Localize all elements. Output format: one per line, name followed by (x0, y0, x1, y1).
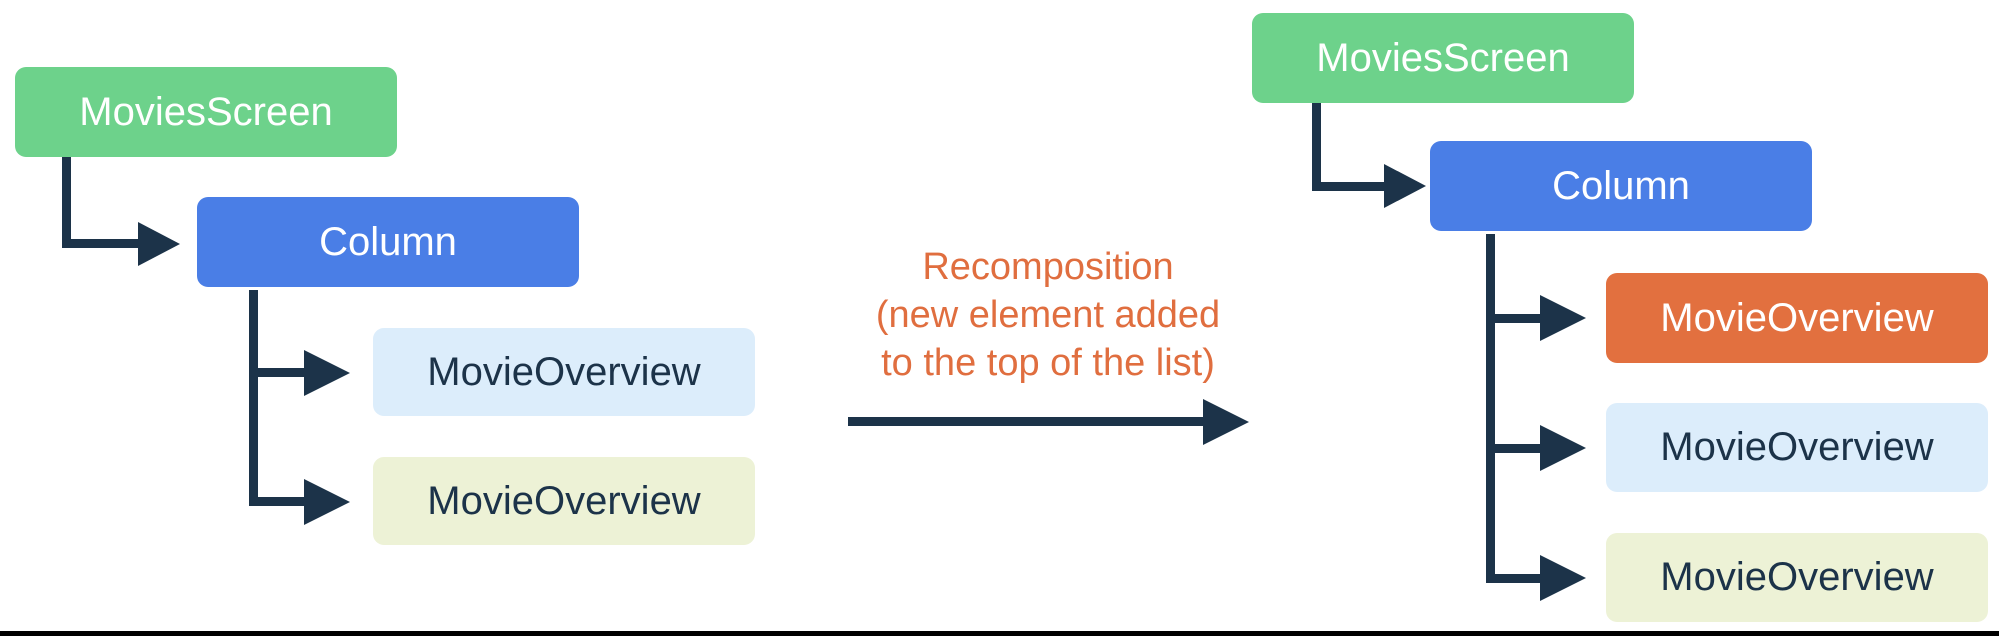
left-tree-movieoverview-node-1: MovieOverview (373, 328, 755, 416)
right-root-connector-horizontal-line (1312, 182, 1384, 191)
arrowhead-icon (1540, 295, 1586, 341)
left-tree-root-node: MoviesScreen (15, 67, 397, 157)
bottom-divider (0, 631, 1999, 636)
right-root-connector-vertical-line (1312, 103, 1321, 191)
arrowhead-icon (138, 222, 180, 266)
arrowhead-icon (304, 479, 350, 525)
right-tree-movieoverview-node-2: MovieOverview (1606, 403, 1988, 492)
right-tree-root-node: MoviesScreen (1252, 13, 1634, 103)
caption-line-1: Recomposition (922, 246, 1174, 288)
arrowhead-icon (1203, 399, 1249, 445)
left-tree-movieoverview-node-2: MovieOverview (373, 457, 755, 545)
caption-line-2: (new element added (875, 294, 1221, 336)
right-tree-movieoverview-node-3: MovieOverview (1606, 533, 1988, 622)
right-column-connector-vertical-line (1486, 234, 1495, 583)
left-child1-branch-line (249, 368, 304, 377)
right-child2-branch-line (1486, 444, 1540, 453)
left-column-connector-vertical-line (249, 290, 258, 506)
right-child3-branch-line (1486, 574, 1540, 583)
left-child2-branch-line (249, 497, 304, 506)
left-root-connector-vertical-line (62, 157, 71, 248)
caption-line-3: to the top of the list) (881, 342, 1215, 384)
right-tree-column-node: Column (1430, 141, 1812, 231)
arrowhead-icon (1540, 425, 1586, 471)
recomposition-arrow-line (848, 417, 1203, 426)
left-root-connector-horizontal-line (62, 239, 138, 248)
right-child1-branch-line (1486, 314, 1540, 323)
arrowhead-icon (304, 350, 350, 396)
arrowhead-icon (1540, 555, 1586, 601)
right-tree-movieoverview-node-new: MovieOverview (1606, 273, 1988, 363)
recomposition-caption: Recomposition (new element added to the … (823, 243, 1273, 387)
arrowhead-icon (1384, 164, 1426, 208)
left-tree-column-node: Column (197, 197, 579, 287)
